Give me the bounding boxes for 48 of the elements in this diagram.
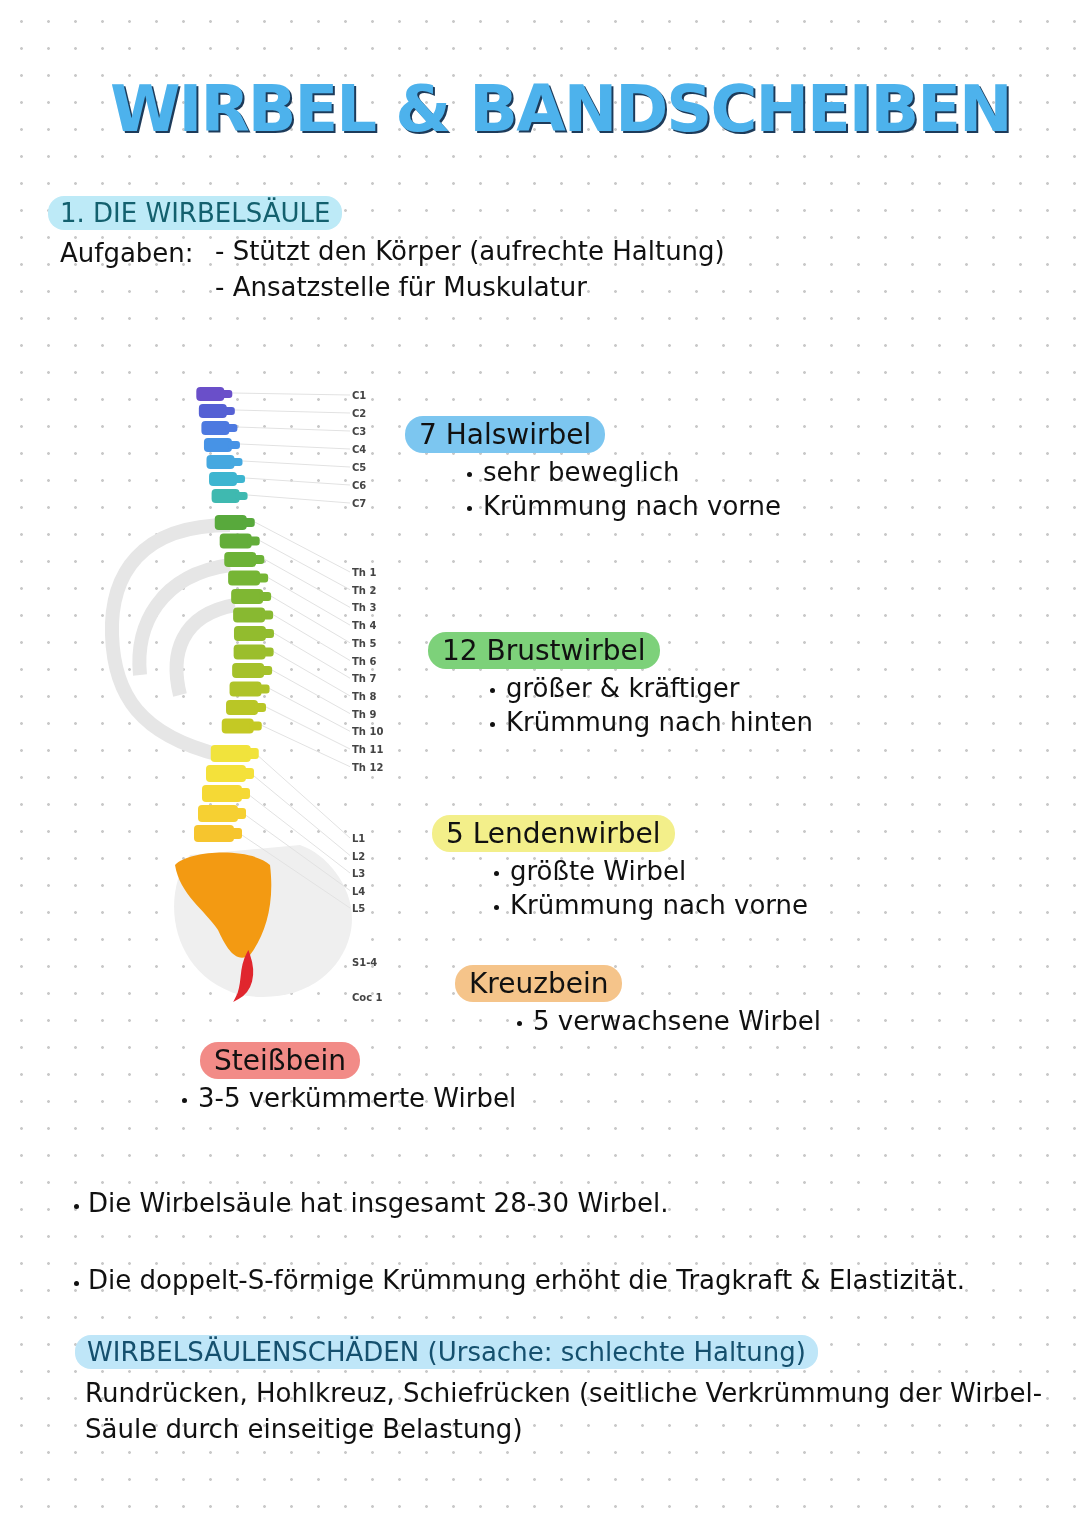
note-paragraph: Rundrücken, Hohlkreuz, Schiefrücken (seitliche Verkrümmung der Wirbel- Säule durch einseitige Belastung) <box>85 1377 1044 1446</box>
highlighted-heading: 7 Halswirbel <box>405 416 606 453</box>
vertebra-label: Th 11 <box>352 744 384 755</box>
vertebra-label: L5 <box>352 903 366 914</box>
vertebra-label: C3 <box>352 426 367 437</box>
vertebra-label: Th 9 <box>352 708 377 720</box>
highlighted-heading: Steißbein <box>200 1042 360 1079</box>
section-heading: WIRBELSÄULENSCHÄDEN (Ursache: schlechte Haltung) <box>75 1335 818 1369</box>
vertebra-label: C5 <box>352 462 367 473</box>
vertebra-label: S1-4 <box>352 957 378 968</box>
note-text: Aufgaben: <box>60 238 194 268</box>
vertebra-label: Th 3 <box>352 602 377 614</box>
note-text: Die doppelt-S-förmige Krümmung erhöht die Tragkraft & Elastizität. <box>88 1265 965 1295</box>
highlighted-heading: 5 Lendenwirbel <box>432 815 675 852</box>
vertebra-label: C2 <box>352 408 367 419</box>
vertebra-label: L1 <box>352 833 366 844</box>
page-title: WIRBEL & BANDSCHEIBEN <box>110 72 1011 146</box>
bullet-text: 5 verwachsene Wirbel <box>533 1006 821 1036</box>
highlighted-heading: 12 Brustwirbel <box>428 632 660 669</box>
note-text: Die Wirbelsäule hat insgesamt 28-30 Wirbel. <box>88 1188 669 1218</box>
bullet-text: Krümmung nach hinten <box>506 707 813 737</box>
bullet-text: größte Wirbel <box>510 856 687 886</box>
vertebra-label: Th 7 <box>352 673 377 685</box>
vertebra-label: Th 4 <box>352 620 377 632</box>
vertebra-label: C4 <box>352 444 367 455</box>
vertebra-label: C7 <box>352 498 367 509</box>
section-heading: 1. DIE WIRBELSÄULE <box>48 196 343 230</box>
vertebra-label: Th 8 <box>352 690 377 702</box>
vertebra-label: Th 1 <box>352 567 377 578</box>
vertebra-label: C6 <box>352 480 367 491</box>
note-text: - Stützt den Körper (aufrechte Haltung) <box>215 236 725 266</box>
vertebra-label: Th 6 <box>352 655 377 667</box>
vertebra-label: Th 5 <box>352 637 377 649</box>
highlighted-heading: Kreuzbein <box>455 965 623 1002</box>
vertebra-label: Th 12 <box>352 761 384 773</box>
vertebra-label: Th 10 <box>352 726 384 738</box>
note-text: - Ansatzstelle für Muskulatur <box>215 272 587 302</box>
vertebra-label: L4 <box>352 885 366 897</box>
vertebra-label: Th 2 <box>352 584 377 596</box>
bullet-text: Krümmung nach vorne <box>483 491 782 521</box>
bullet-text: Krümmung nach vorne <box>510 890 809 920</box>
vertebra-label: L2 <box>352 850 366 862</box>
vertebra-label: Coc 1 <box>352 992 383 1003</box>
bullet-text: größer & kräftiger <box>506 673 740 703</box>
bullet-text: sehr beweglich <box>483 457 680 487</box>
vertebra-label: C1 <box>352 390 367 401</box>
vertebra-label: L3 <box>352 868 366 879</box>
bullet-text: 3-5 verkümmerte Wirbel <box>198 1083 517 1113</box>
